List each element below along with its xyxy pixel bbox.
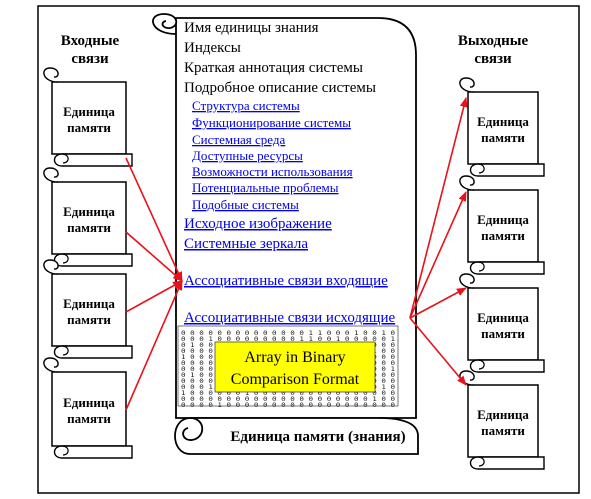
sub-link[interactable]: Подобные системы — [192, 197, 299, 212]
unit-label-line2: памяти — [481, 228, 525, 243]
binary-row: 0 0 0 0 1 0 0 0 0 0 0 0 0 0 0 0 0 0 0 0 … — [181, 402, 395, 409]
sub-link[interactable]: Доступные ресурсы — [192, 148, 303, 163]
big-link[interactable]: Исходное изображение — [184, 216, 332, 232]
output-arrow — [409, 191, 467, 319]
output-title-1: Выходные — [458, 33, 529, 49]
main-text-line: Имя единицы знания — [184, 20, 319, 36]
memory-units: ЕдиницапамятиЕдиницапамятиЕдиницапамятиЕ… — [43, 67, 545, 470]
unit-label-line2: памяти — [481, 326, 525, 341]
assoc-in-link[interactable]: Ассоциативные связи входящие — [184, 273, 388, 289]
unit-label-line1: Единица — [63, 104, 115, 119]
binary-row: 0 0 0 1 0 0 0 0 0 0 0 0 0 1 1 0 0 1 0 0 … — [181, 336, 395, 343]
main-caption: Единица памяти (знания) — [230, 429, 405, 445]
unit-label-line2: памяти — [481, 130, 525, 145]
input-arrow — [125, 280, 183, 411]
output-arrow — [409, 97, 468, 319]
main-text-line: Краткая аннотация системы — [184, 60, 363, 76]
assoc-out-link[interactable]: Ассоциативные связи исходящие — [184, 310, 396, 326]
unit-label-line2: памяти — [481, 423, 525, 438]
input-arrow — [125, 280, 183, 313]
input-title-2: связи — [71, 51, 109, 67]
sub-link[interactable]: Системная среда — [192, 132, 286, 147]
main-text-line: Подробное описание системы — [184, 80, 376, 96]
binary-row: 0 0 0 0 0 0 0 0 0 0 0 0 0 0 0 0 0 0 0 0 … — [181, 396, 395, 403]
unit-label-line1: Единица — [477, 407, 529, 422]
unit-label-line1: Единица — [477, 310, 529, 325]
array-label-box — [214, 341, 376, 393]
array-label-line1: Array in Binary — [244, 349, 345, 366]
main-scroll — [152, 13, 419, 455]
unit-label-line1: Единица — [477, 114, 529, 129]
unit-label-line2: памяти — [67, 312, 111, 327]
unit-label-line2: памяти — [67, 411, 111, 426]
sub-link[interactable]: Структура системы — [192, 98, 300, 113]
main-text-line: Индексы — [184, 40, 241, 56]
sub-link[interactable]: Функционирование системы — [192, 115, 351, 130]
unit-label-line1: Единица — [477, 212, 529, 227]
binary-row: 0 0 0 0 0 0 0 0 0 0 0 0 0 0 1 1 0 0 0 1 … — [181, 330, 395, 337]
array-label-line2: Comparison Format — [231, 371, 360, 388]
unit-label-line1: Единица — [63, 395, 115, 410]
output-arrow — [409, 287, 467, 319]
binary-row: 1 0 0 0 0 0 0 1 0 0 0 0 0 0 0 0 0 0 0 0 … — [181, 390, 395, 397]
unit-label-line2: памяти — [67, 120, 111, 135]
arrows — [125, 97, 468, 411]
sub-link[interactable]: Потенциальные проблемы — [192, 180, 339, 195]
binary-array: 0 0 0 0 0 0 0 0 0 0 0 0 0 0 1 1 0 0 0 1 … — [177, 325, 399, 409]
input-arrow — [125, 231, 183, 282]
big-link[interactable]: Системные зеркала — [184, 236, 308, 252]
sub-link[interactable]: Возможности использования — [192, 164, 353, 179]
output-title-2: связи — [474, 51, 512, 67]
unit-label-line1: Единица — [63, 204, 115, 219]
input-title-1: Входные — [61, 33, 120, 49]
unit-label-line2: памяти — [67, 220, 111, 235]
input-arrow — [125, 157, 183, 282]
unit-label-line1: Единица — [63, 296, 115, 311]
output-arrow — [409, 317, 467, 386]
